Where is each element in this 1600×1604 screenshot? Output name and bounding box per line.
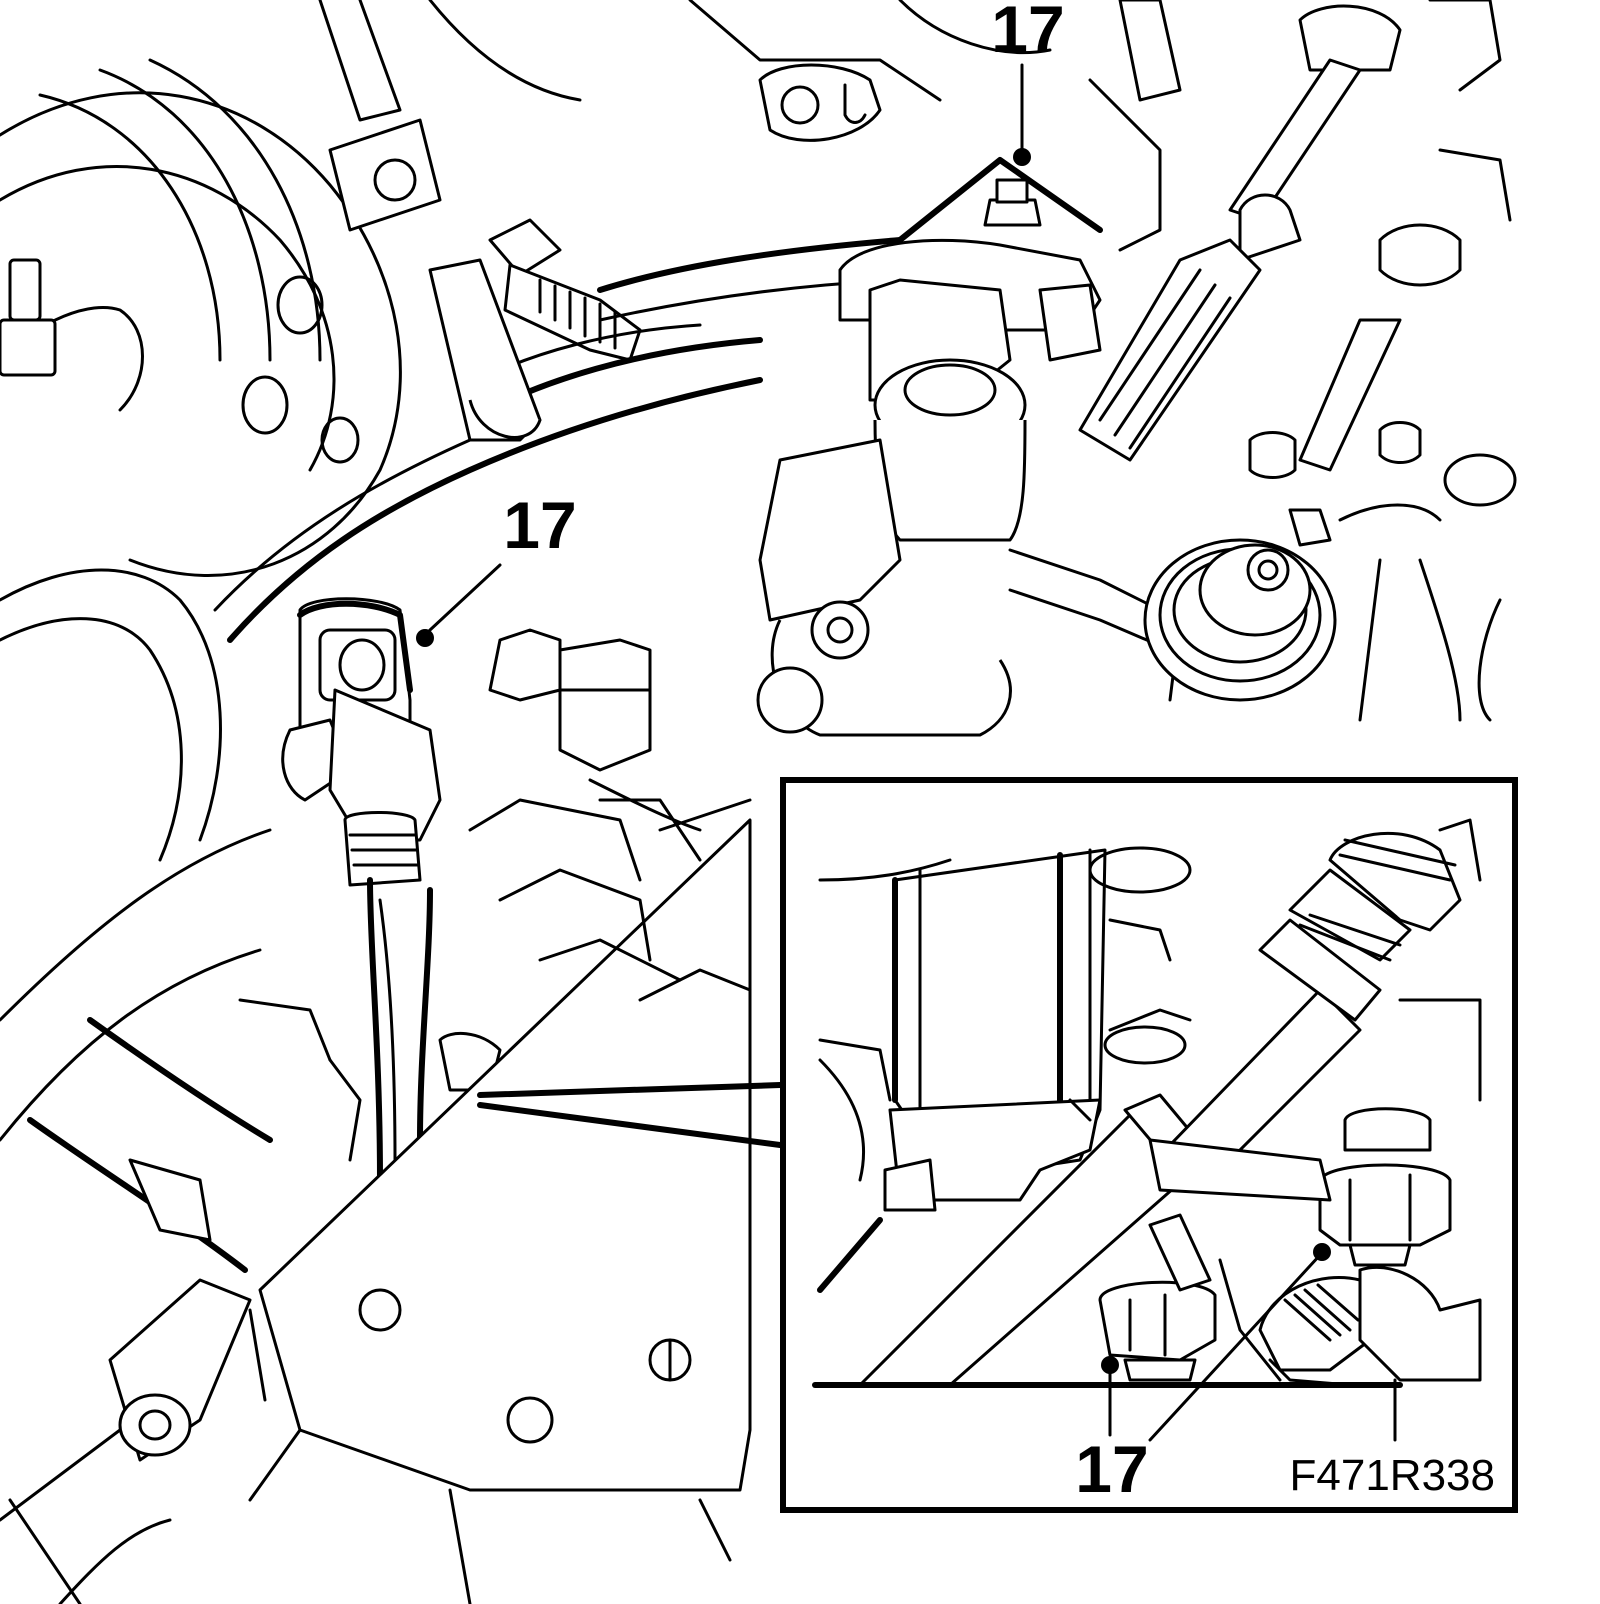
transmission-mount — [248, 818, 752, 1604]
inset-callout-pointers — [1101, 1243, 1331, 1442]
inset-background-lines — [812, 998, 1482, 1442]
upper-bracket — [318, 0, 1052, 232]
inset-nut-left — [1098, 1213, 1217, 1382]
inset-leader — [477, 1082, 783, 1148]
shift-linkage — [1038, 0, 1512, 472]
inset-hose — [1168, 818, 1482, 1182]
inset-callout-dot-left — [1101, 1356, 1119, 1374]
callout-number-top: 17 — [991, 0, 1064, 66]
middle-callout-dot — [416, 629, 434, 647]
pulley-disc — [0, 58, 402, 577]
threaded-stud — [488, 218, 642, 362]
clutch-master-cylinder — [756, 238, 1182, 737]
figure-code: F471R338 — [1290, 1451, 1495, 1500]
inset-nut-right — [1148, 1107, 1452, 1267]
clutch-housing — [0, 377, 763, 1142]
inset-socket-tool — [818, 846, 1192, 1212]
middle-fastener — [416, 563, 502, 647]
callout-number-middle: 17 — [503, 488, 576, 562]
detail-inset — [780, 777, 1518, 1513]
callout-number-inset: 17 — [1075, 1432, 1148, 1506]
rubber-boot — [1143, 421, 1517, 722]
pipe-fitting — [281, 597, 442, 887]
slave-cylinder-sleeve — [488, 628, 702, 862]
cable — [428, 237, 903, 442]
engine-detail-lines — [8, 798, 752, 1604]
main-engine-view — [0, 0, 1517, 1604]
top-fastener — [897, 63, 1103, 243]
inset-gear — [1258, 1265, 1482, 1387]
lower-arm — [0, 1017, 273, 1604]
top-callout-dot — [1013, 148, 1031, 166]
inset-callout-dot-right — [1313, 1243, 1331, 1261]
